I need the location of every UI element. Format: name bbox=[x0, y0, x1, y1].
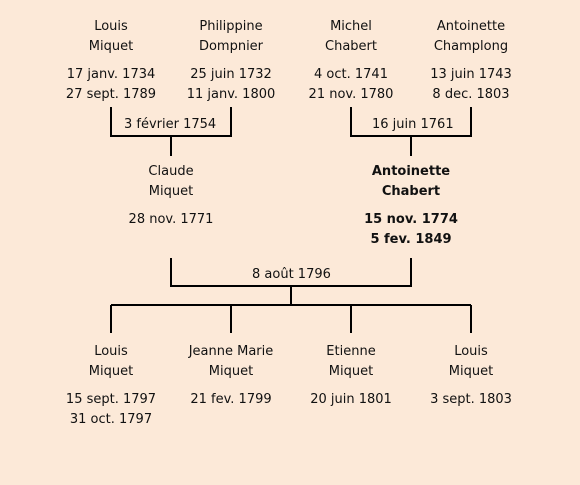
person-parent-mother: Antoinette Chabert 15 nov. 1774 5 fev. 1… bbox=[346, 162, 476, 250]
last-name: Champlong bbox=[433, 39, 509, 54]
first-name: Philippine bbox=[199, 19, 263, 34]
first-name: Claude bbox=[148, 164, 194, 179]
birth-date: 17 janv. 1734 bbox=[66, 67, 156, 82]
first-name: Louis bbox=[454, 344, 488, 359]
person-grandparent-3: Michel Chabert 4 oct. 1741 21 nov. 1780 bbox=[286, 17, 416, 105]
birth-date: 15 nov. 1774 bbox=[364, 212, 458, 227]
dates: 21 fev. 1799 bbox=[166, 390, 296, 410]
first-name: Louis bbox=[94, 344, 128, 359]
dates: 20 juin 1801 bbox=[286, 390, 416, 410]
death-date: 31 oct. 1797 bbox=[69, 412, 153, 427]
first-name: Louis bbox=[94, 19, 128, 34]
death-date: 5 fev. 1849 bbox=[370, 232, 452, 247]
death-date: 8 dec. 1803 bbox=[432, 87, 510, 102]
birth-date: 25 juin 1732 bbox=[190, 67, 272, 82]
person-child-1: Louis Miquet 15 sept. 1797 31 oct. 1797 bbox=[46, 342, 176, 430]
death-date: 21 nov. 1780 bbox=[308, 87, 394, 102]
person-child-2: Jeanne Marie Miquet 21 fev. 1799 bbox=[166, 342, 296, 410]
birth-date: 15 sept. 1797 bbox=[65, 392, 157, 407]
birth-date: 13 juin 1743 bbox=[430, 67, 512, 82]
dates: 28 nov. 1771 bbox=[106, 210, 236, 230]
person-grandparent-4: Antoinette Champlong 13 juin 1743 8 dec.… bbox=[406, 17, 536, 105]
person-child-4: Louis Miquet 3 sept. 1803 bbox=[406, 342, 536, 410]
person-grandparent-1: Louis Miquet 17 janv. 1734 27 sept. 1789 bbox=[46, 17, 176, 105]
first-name: Michel bbox=[330, 19, 372, 34]
person-parent-father: Claude Miquet 28 nov. 1771 bbox=[106, 162, 236, 230]
first-name: Etienne bbox=[326, 344, 376, 359]
last-name: Miquet bbox=[88, 364, 134, 379]
dates: 15 nov. 1774 5 fev. 1849 bbox=[346, 210, 476, 250]
dates: 13 juin 1743 8 dec. 1803 bbox=[406, 65, 536, 105]
last-name: Miquet bbox=[148, 184, 194, 199]
last-name: Chabert bbox=[381, 184, 441, 199]
birth-date: 21 fev. 1799 bbox=[190, 392, 272, 407]
birth-date: 20 juin 1801 bbox=[310, 392, 392, 407]
last-name: Miquet bbox=[88, 39, 134, 54]
marriage-date-left: 3 février 1754 bbox=[121, 116, 220, 134]
person-grandparent-2: Philippine Dompnier 25 juin 1732 11 janv… bbox=[166, 17, 296, 105]
dates: 4 oct. 1741 21 nov. 1780 bbox=[286, 65, 416, 105]
death-date: 27 sept. 1789 bbox=[65, 87, 157, 102]
last-name: Dompnier bbox=[198, 39, 264, 54]
marriage-date-right: 16 juin 1761 bbox=[369, 116, 457, 134]
dates: 15 sept. 1797 31 oct. 1797 bbox=[46, 390, 176, 430]
marriage-date-parents: 8 août 1796 bbox=[249, 266, 334, 284]
death-date: 11 janv. 1800 bbox=[186, 87, 276, 102]
last-name: Miquet bbox=[328, 364, 374, 379]
birth-date: 28 nov. 1771 bbox=[128, 212, 214, 227]
first-name: Antoinette bbox=[371, 164, 451, 179]
birth-date: 3 sept. 1803 bbox=[430, 392, 512, 407]
last-name: Miquet bbox=[208, 364, 254, 379]
dates: 3 sept. 1803 bbox=[406, 390, 536, 410]
dates: 17 janv. 1734 27 sept. 1789 bbox=[46, 65, 176, 105]
last-name: Miquet bbox=[448, 364, 494, 379]
birth-date: 4 oct. 1741 bbox=[314, 67, 388, 82]
dates: 25 juin 1732 11 janv. 1800 bbox=[166, 65, 296, 105]
person-child-3: Etienne Miquet 20 juin 1801 bbox=[286, 342, 416, 410]
first-name: Antoinette bbox=[436, 19, 506, 34]
last-name: Chabert bbox=[325, 39, 377, 54]
first-name: Jeanne Marie bbox=[188, 344, 274, 359]
